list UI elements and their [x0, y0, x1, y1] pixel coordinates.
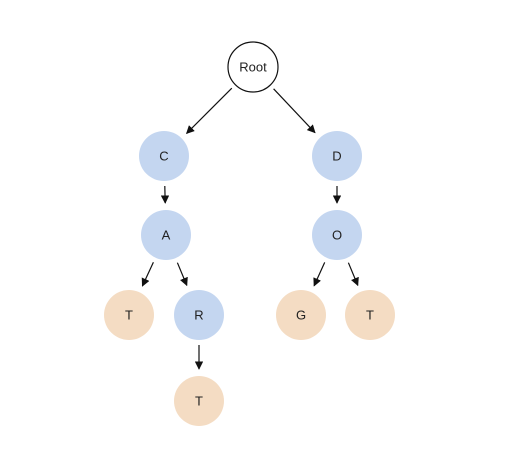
node-label-c: C: [159, 149, 168, 164]
node-d: D: [312, 131, 362, 181]
node-circle-t1: [104, 290, 154, 340]
node-r: R: [174, 290, 224, 340]
node-circle-root: [227, 41, 279, 93]
node-circle-r: [174, 290, 224, 340]
node-label-root: Root: [239, 60, 267, 75]
node-label-o: O: [332, 228, 342, 243]
node-circle-t3: [174, 376, 224, 426]
node-circle-o: [312, 210, 362, 260]
edge-o-to-t2: [347, 262, 359, 287]
node-circle-a: [141, 210, 191, 260]
node-label-t1: T: [125, 308, 133, 323]
edges-layer: [141, 87, 359, 370]
node-g: G: [276, 290, 326, 340]
node-o: O: [312, 210, 362, 260]
node-circle-g: [276, 290, 326, 340]
node-a: A: [141, 210, 191, 260]
node-t1: T: [104, 290, 154, 340]
edge-o-to-g: [313, 262, 326, 287]
node-circle-t2: [345, 290, 395, 340]
node-c: C: [139, 131, 189, 181]
node-t2: T: [345, 290, 395, 340]
node-label-r: R: [194, 308, 203, 323]
edge-a-to-t1: [141, 261, 154, 287]
node-root: Root: [227, 41, 279, 93]
node-label-t3: T: [195, 394, 203, 409]
node-label-a: A: [162, 228, 171, 243]
node-label-t2: T: [366, 308, 374, 323]
node-t3: T: [174, 376, 224, 426]
node-circle-d: [312, 131, 362, 181]
edge-root-to-c: [186, 87, 233, 134]
node-label-d: D: [332, 149, 341, 164]
node-label-g: G: [296, 308, 306, 323]
node-circle-c: [139, 131, 189, 181]
edge-a-to-r: [176, 262, 188, 287]
edge-root-to-d: [273, 88, 316, 134]
